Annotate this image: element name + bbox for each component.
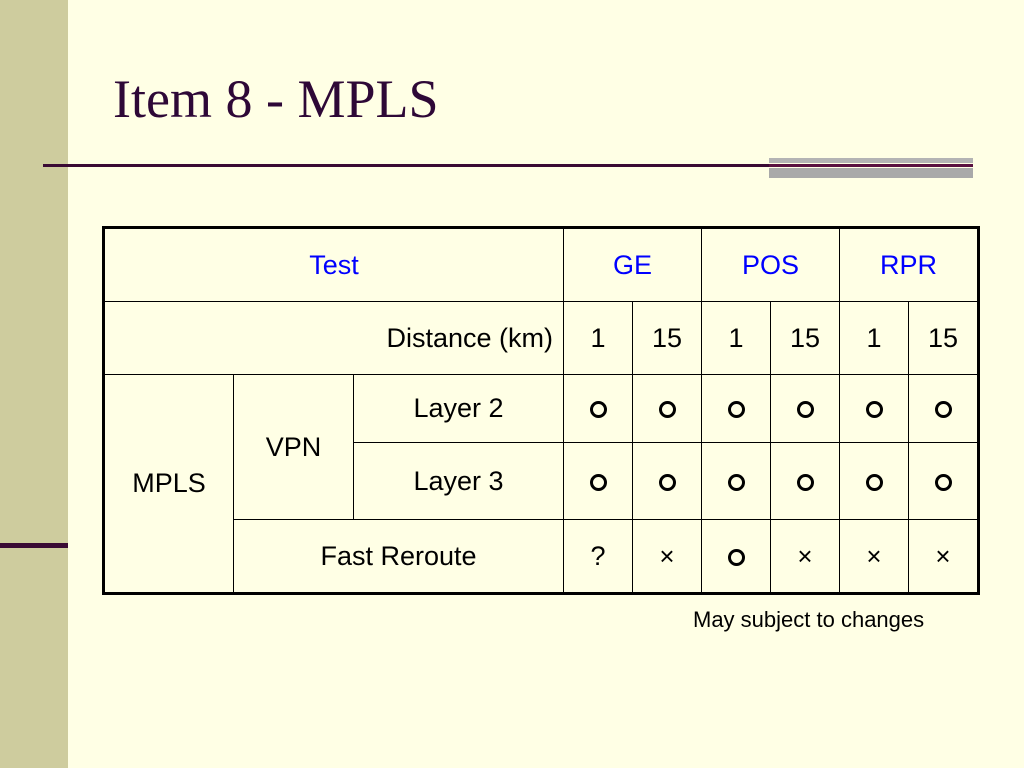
table-row-layer-2: MPLS VPN Layer 2: [103, 374, 979, 594]
result-cell: [701, 374, 771, 443]
table-row-layer-3: Layer 3: [104, 442, 979, 520]
circle-mark-icon: [589, 473, 607, 491]
result-cell: [770, 442, 840, 520]
distance-row: Distance (km) 1 15 1 15 1 15: [103, 301, 979, 375]
distance-value: 1: [701, 301, 771, 375]
result-cell: [632, 442, 702, 520]
circle-mark-icon: [934, 473, 952, 491]
result-cell: [701, 442, 771, 520]
header-test: Test: [103, 227, 564, 302]
header-pos: POS: [701, 227, 840, 302]
distance-value: 1: [839, 301, 909, 375]
cross-mark-icon: ×: [866, 540, 882, 571]
table-row-fast-reroute: Fast Reroute ? × × × ×: [104, 519, 979, 594]
result-cell: [770, 374, 840, 443]
circle-mark-icon: [727, 548, 745, 566]
distance-value: 15: [770, 301, 840, 375]
result-cell: [839, 374, 909, 443]
title-divider-accent: [769, 158, 973, 178]
result-cell: ×: [908, 519, 979, 594]
circle-mark-icon: [865, 401, 883, 419]
result-cell: [701, 519, 771, 594]
side-accent-bar: [0, 543, 68, 548]
distance-value: 15: [908, 301, 979, 375]
results-table: Test GE POS RPR Distance (km) 1 15 1 15 …: [102, 226, 980, 595]
result-cell: [908, 374, 979, 443]
result-cell: ×: [770, 519, 840, 594]
result-cell: [908, 442, 979, 520]
table-header-row: Test GE POS RPR: [103, 227, 979, 302]
distance-label: Distance (km): [103, 301, 564, 375]
slide-title: Item 8 - MPLS: [113, 69, 439, 129]
footnote: May subject to changes: [693, 607, 925, 632]
cross-mark-icon: ×: [797, 540, 813, 571]
header-rpr: RPR: [839, 227, 979, 302]
circle-mark-icon: [796, 473, 814, 491]
result-cell: ?: [563, 519, 633, 594]
circle-mark-icon: [589, 401, 607, 419]
row-label-fast-reroute: Fast Reroute: [233, 519, 564, 594]
distance-value: 1: [563, 301, 633, 375]
distance-value: 15: [632, 301, 702, 375]
circle-mark-icon: [727, 473, 745, 491]
result-cell: ×: [632, 519, 702, 594]
row-label-layer-2: Layer 2: [353, 374, 564, 443]
row-label-layer-3: Layer 3: [353, 442, 564, 520]
result-cell: [563, 374, 633, 443]
side-band: [0, 0, 68, 768]
result-cell: [839, 442, 909, 520]
cross-mark-icon: ×: [935, 540, 951, 571]
circle-mark-icon: [865, 473, 883, 491]
circle-mark-icon: [658, 473, 676, 491]
circle-mark-icon: [727, 401, 745, 419]
category-mpls: MPLS: [103, 374, 234, 594]
subcategory-vpn: VPN: [233, 374, 354, 520]
unknown-mark: ?: [590, 540, 606, 571]
header-ge: GE: [563, 227, 702, 302]
result-cell: [563, 442, 633, 520]
circle-mark-icon: [658, 401, 676, 419]
cross-mark-icon: ×: [659, 540, 675, 571]
result-cell: [632, 374, 702, 443]
circle-mark-icon: [934, 401, 952, 419]
result-cell: ×: [839, 519, 909, 594]
title-divider: [43, 164, 769, 167]
circle-mark-icon: [796, 401, 814, 419]
